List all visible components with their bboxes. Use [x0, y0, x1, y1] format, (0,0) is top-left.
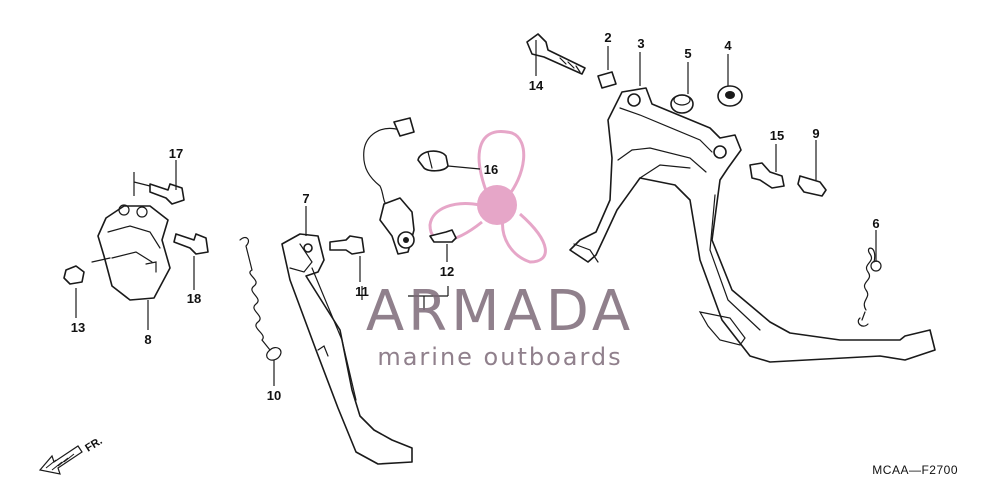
front-arrow-label: FR. [83, 435, 104, 455]
nut-13 [63, 265, 85, 285]
callout-18: 18 [187, 291, 201, 306]
bushing-2 [597, 71, 617, 89]
bolt-11 [329, 235, 365, 255]
screw-12 [429, 229, 457, 243]
callout-11: 11 [355, 284, 369, 299]
callout-labels: 2 3 5 4 14 15 9 6 17 8 13 18 7 10 16 11 … [71, 30, 880, 403]
callout-13: 13 [71, 320, 85, 335]
bracket-8 [91, 204, 171, 301]
callout-3: 3 [637, 36, 644, 51]
main-stand [569, 87, 936, 363]
bolt-17 [149, 183, 185, 205]
side-stand [281, 233, 413, 465]
callout-4: 4 [724, 38, 732, 53]
front-direction-indicator: FR. [38, 435, 105, 475]
watermark-tagline: marine outboards [377, 343, 622, 371]
callout-9: 9 [812, 126, 819, 141]
bolt-15 [749, 162, 785, 189]
callout-8: 8 [144, 332, 151, 347]
callout-7: 7 [302, 191, 309, 206]
collar-4 [717, 85, 743, 107]
figure-code: MCAA—F2700 [872, 463, 958, 477]
spring-6 [857, 247, 882, 327]
propeller-logo [428, 130, 547, 264]
spring-10 [239, 236, 282, 361]
callout-6: 6 [872, 216, 879, 231]
bolt-9 [797, 175, 827, 197]
watermark-brand: ARMADA [366, 279, 634, 344]
callout-10: 10 [267, 388, 281, 403]
callout-5: 5 [684, 46, 691, 61]
callout-2: 2 [604, 30, 611, 45]
collar-5 [670, 94, 694, 114]
callout-16: 16 [484, 162, 498, 177]
callout-15: 15 [770, 128, 784, 143]
clip-16 [417, 150, 449, 172]
callout-14: 14 [529, 78, 544, 93]
callout-17: 17 [169, 146, 183, 161]
armada-watermark: ARMADA marine outboards [366, 279, 634, 371]
callout-12: 12 [440, 264, 454, 279]
leader-lines [75, 40, 877, 386]
bolt-18 [173, 233, 209, 255]
side-stand-switch [363, 117, 415, 255]
